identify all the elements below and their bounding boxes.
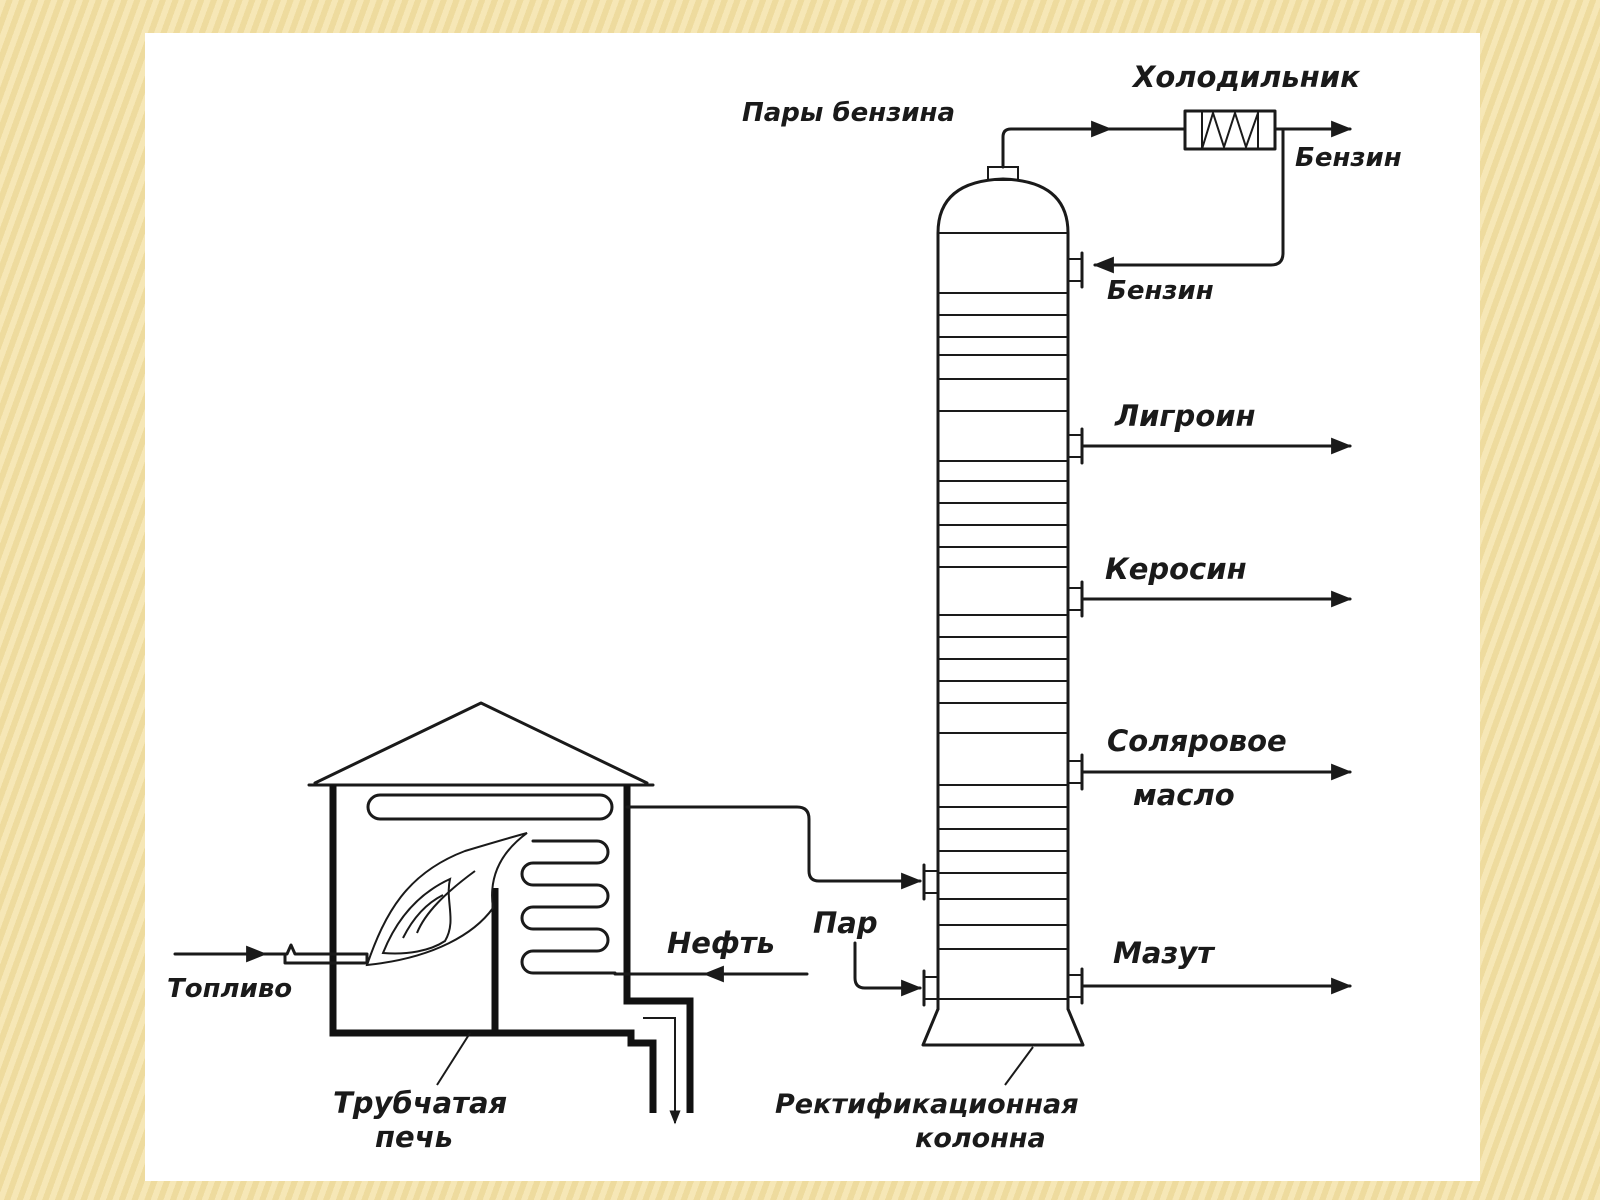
furnace-leader-line (436, 1032, 471, 1086)
kerosene-label: Керосин (1105, 552, 1247, 586)
burner-flame (365, 832, 528, 967)
column-leader-line (1004, 1046, 1034, 1086)
column-label-2: колонна (915, 1123, 1046, 1154)
benzene-vapor-label: Пары бензина (742, 98, 955, 128)
crude-oil-label: Нефть (667, 926, 775, 960)
flue-gas-arrow (643, 1017, 681, 1125)
distillation-diagram: Пары бензина Холодильник Бензин Бензин Л… (167, 60, 1402, 1154)
fuel-oil-label: Мазут (1113, 936, 1216, 970)
furnace-roof (313, 701, 649, 785)
ligroin-label: Лигроин (1114, 399, 1256, 433)
furnace-left-wall (329, 785, 657, 1113)
fuel-label: Топливо (167, 974, 292, 1004)
rectification-column (921, 166, 1085, 1047)
solar-oil-label: Соляровое (1107, 724, 1287, 758)
column-trays (938, 232, 1068, 1000)
gasoline-reflux-line (1092, 127, 1285, 274)
radiant-coil (520, 839, 617, 975)
gasoline-output-label: Бензин (1295, 143, 1402, 173)
furnace-label-2: печь (375, 1120, 453, 1154)
column-nozzles (922, 251, 1084, 1007)
gasoline-reflux-label: Бензин (1107, 276, 1214, 306)
diagram-panel: Пары бензина Холодильник Бензин Бензин Л… (145, 33, 1480, 1181)
steam-label: Пар (813, 906, 878, 940)
vapor-line (1001, 120, 1187, 169)
top-coil (366, 793, 614, 821)
tube-furnace (173, 701, 694, 1125)
column-base (921, 1007, 1085, 1047)
furnace-label: Трубчатая (333, 1086, 507, 1120)
cooler-label: Холодильник (1131, 60, 1361, 94)
column-label: Ректификационная (775, 1089, 1079, 1120)
burner (263, 943, 369, 965)
furnace-right-wall (623, 785, 694, 1113)
cooler (1183, 109, 1277, 151)
transfer-line (625, 805, 923, 890)
steam-inlet-arrow (853, 941, 923, 997)
solar-oil-label-2: масло (1133, 778, 1235, 812)
